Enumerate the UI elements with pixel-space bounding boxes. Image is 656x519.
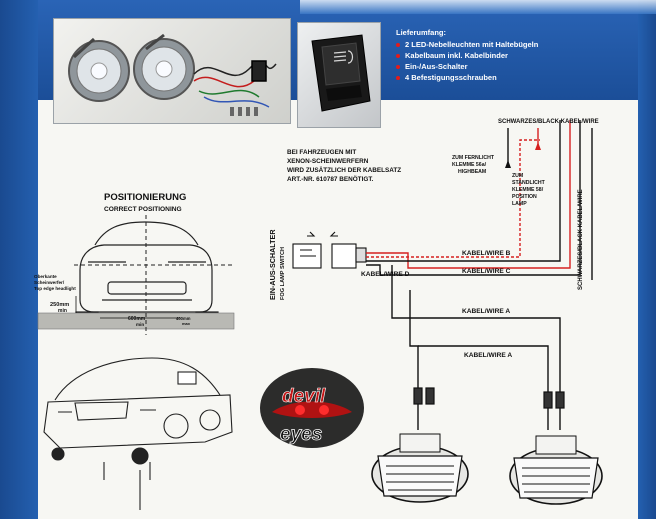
position-label-2: STANDLICHT	[512, 180, 546, 186]
edge-distance-label: 400mm	[176, 316, 191, 321]
inline-connector-icons	[413, 387, 565, 409]
position-label-4: POSITION	[512, 194, 537, 200]
top-light-strip	[300, 0, 656, 14]
top-edge-label-de2: Scheinwerfer/	[34, 280, 65, 285]
fog-lamps-illustration	[68, 33, 277, 116]
xenon-note-line1: BEI FAHRZEUGEN MIT	[287, 149, 356, 156]
contents-item: 4 Befestigungsschrauben	[396, 73, 538, 82]
ground-clearance-min: min	[58, 308, 67, 314]
fog-lamps-photo	[53, 18, 291, 124]
bullet-icon	[396, 75, 400, 80]
led-fog-lamp-left-icon	[371, 433, 469, 503]
ground-strip	[37, 312, 235, 330]
xenon-note-line3: WIRD ZUSÄTZLICH DER KABELSATZ	[287, 166, 401, 174]
position-label-5: LAMP	[512, 201, 527, 207]
switch-label-en: FOG LAMP SWITCH	[280, 247, 286, 300]
fog-light-symbol-icon	[333, 50, 354, 64]
wire-c-label: KABEL/WIRE C	[462, 268, 511, 275]
position-label-3: KLEMME 58/	[512, 187, 544, 193]
blue-right-band	[638, 0, 656, 519]
led-fog-lamp-right-icon	[509, 435, 603, 505]
bullet-icon	[396, 42, 400, 47]
top-edge-label-de: Oberkante	[34, 274, 57, 279]
wire-b-label: KABEL/WIRE B	[462, 250, 511, 257]
wire-a-label-2: KABEL/WIRE A	[464, 352, 512, 359]
bullet-icon	[396, 53, 400, 58]
screws-icon	[230, 107, 258, 116]
contents-heading: Lieferumfang:	[396, 28, 447, 37]
high-beam-label-2: KLEMME 56a/	[452, 162, 487, 168]
ground-clearance-label: 250mm	[50, 302, 69, 308]
position-label-1: ZUM	[512, 173, 523, 179]
switch-connector-icon	[292, 231, 367, 269]
wire-black-line	[366, 120, 561, 262]
contents-item: Kabelbaum inkl. Kabelbinder	[396, 51, 538, 60]
top-edge-label-en: Top edge headlight	[34, 286, 76, 291]
logo-word-2: eyes	[280, 424, 322, 445]
arrow-high-beam-icon	[505, 160, 511, 168]
bullet-icon	[396, 64, 400, 69]
blue-left-band	[0, 0, 38, 519]
arrow-position-icon	[535, 142, 541, 150]
xenon-note-line4: ART.-NR. 610787 BENÖTIGT.	[287, 174, 374, 183]
contents-item: 2 LED-Nebelleuchten mit Haltebügeln	[396, 40, 538, 49]
wire-a-label: KABEL/WIRE A	[462, 308, 510, 315]
edge-distance-max: max	[182, 321, 191, 326]
contents-item: Ein-/Aus-Schalter	[396, 62, 538, 71]
wire-high-beam-line	[366, 139, 540, 258]
black-wire-vertical-label: SCHWARZES/BLACK KABEL/WIRE	[578, 189, 584, 290]
fog-switch-illustration	[311, 34, 371, 112]
spacing-min: min	[136, 322, 144, 327]
wire-c-line	[366, 120, 581, 276]
positioning-subtitle: CORRECT POSITIONING	[104, 206, 182, 213]
spacing-label: 600mm	[128, 316, 146, 322]
cable-harness-icon	[193, 60, 277, 108]
black-wire-label: SCHWARZES/BLACK KABEL/WIRE	[498, 119, 599, 125]
high-beam-label-3: HIGHBEAM	[458, 169, 486, 175]
wire-a-line-left	[409, 290, 419, 430]
switch-label-de: EIN-AUS-SCHALTER	[268, 229, 277, 300]
wire-a-line-right	[391, 265, 561, 430]
contents-list: Lieferumfang: 2 LED-Nebelleuchten mit Ha…	[396, 28, 538, 84]
high-beam-label-1: ZUM FERNLICHT	[452, 155, 495, 161]
car-front-view	[75, 221, 219, 321]
switch-photo	[297, 22, 381, 128]
devil-eyes-logo: devil eyes	[260, 368, 364, 448]
wire-d-label: KABEL/WIRE D	[361, 271, 410, 278]
logo-word-1: devil	[282, 386, 326, 407]
wire-b-line	[366, 120, 571, 269]
wiring-harness	[366, 120, 593, 430]
positioning-title: POSITIONIERUNG	[104, 192, 186, 203]
xenon-note-line2: XENON-SCHEINWERFERN	[287, 158, 369, 165]
car-perspective-view	[43, 357, 233, 510]
